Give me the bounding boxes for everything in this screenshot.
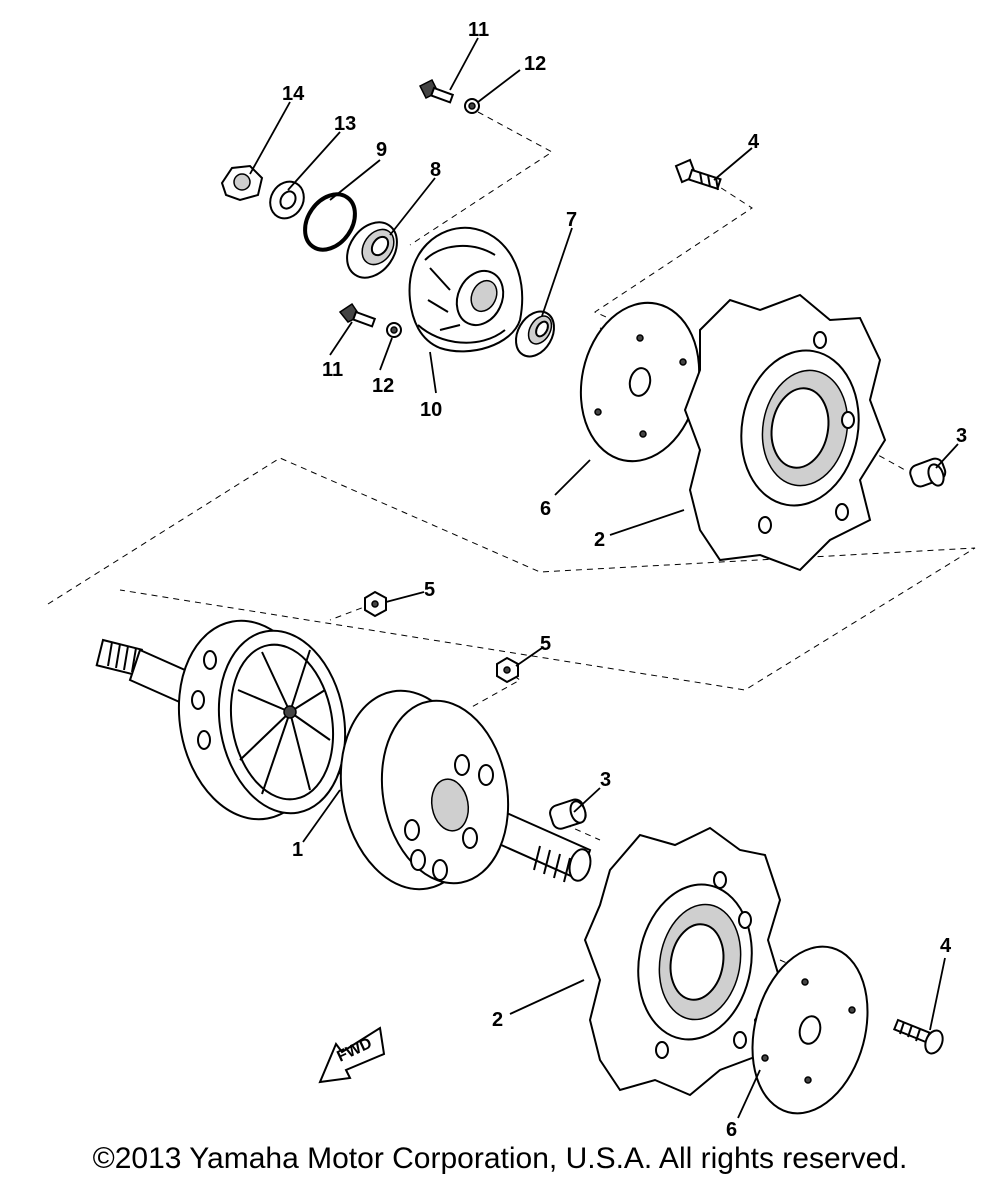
callout-6-upper: 6 <box>540 498 551 520</box>
part-3-collar-upper <box>909 457 947 488</box>
track-wheel-left <box>177 619 347 821</box>
callout-numbers: 11 12 14 13 9 8 7 4 11 12 10 6 2 3 5 5 1… <box>282 19 967 1141</box>
callout-8: 8 <box>430 159 441 181</box>
fwd-direction-arrow: FWD <box>318 1026 386 1084</box>
part-6-plate-lower <box>751 945 869 1115</box>
part-2-sprocket-lower <box>583 826 782 1097</box>
callout-7: 7 <box>566 209 577 231</box>
callout-2-upper: 2 <box>594 529 605 551</box>
part-8-bearing <box>346 221 398 279</box>
callout-1: 1 <box>292 839 303 861</box>
callout-10: 10 <box>420 399 442 421</box>
part-4-bolt-lower <box>892 1018 944 1055</box>
part-6-plate-upper <box>579 301 701 463</box>
part-9-circlip <box>303 192 357 252</box>
part-4-bolt-upper <box>674 158 722 191</box>
callout-9: 9 <box>376 139 387 161</box>
part-11-bolt-lower <box>338 302 377 328</box>
callout-12-lower: 12 <box>372 375 394 397</box>
callout-11-upper: 11 <box>468 19 489 41</box>
callout-14: 14 <box>282 83 305 105</box>
assembly-guide-lines <box>47 111 976 1001</box>
part-5-nut-lower <box>496 656 519 684</box>
callout-11-lower: 11 <box>322 359 343 381</box>
part-13-washer <box>269 180 305 220</box>
callout-13: 13 <box>334 113 356 135</box>
part-2-sprocket-upper <box>683 293 887 572</box>
callout-6-lower: 6 <box>726 1119 737 1141</box>
part-12-washer-upper <box>464 98 480 114</box>
part-5-nut-upper <box>364 590 387 618</box>
copyright-notice: ©2013 Yamaha Motor Corporation, U.S.A. A… <box>92 1142 908 1175</box>
callout-5-lower: 5 <box>540 633 551 655</box>
callout-5-upper: 5 <box>424 579 435 601</box>
part-11-bolt-upper <box>418 78 455 104</box>
callout-12-upper: 12 <box>524 53 546 75</box>
callout-4-upper: 4 <box>748 131 760 153</box>
track-wheel-right <box>339 689 510 891</box>
part-12-washer-lower <box>386 322 402 338</box>
part-10-bearing-housing <box>408 226 524 353</box>
leader-lines <box>249 37 959 1119</box>
callout-4-lower: 4 <box>940 935 952 957</box>
callout-3-lower: 3 <box>600 769 611 791</box>
callout-3-upper: 3 <box>956 425 967 447</box>
part-3-collar-lower <box>549 798 587 830</box>
callout-2-lower: 2 <box>492 1009 503 1031</box>
part-7-bearing <box>515 310 555 358</box>
part-14-nut <box>220 164 264 202</box>
